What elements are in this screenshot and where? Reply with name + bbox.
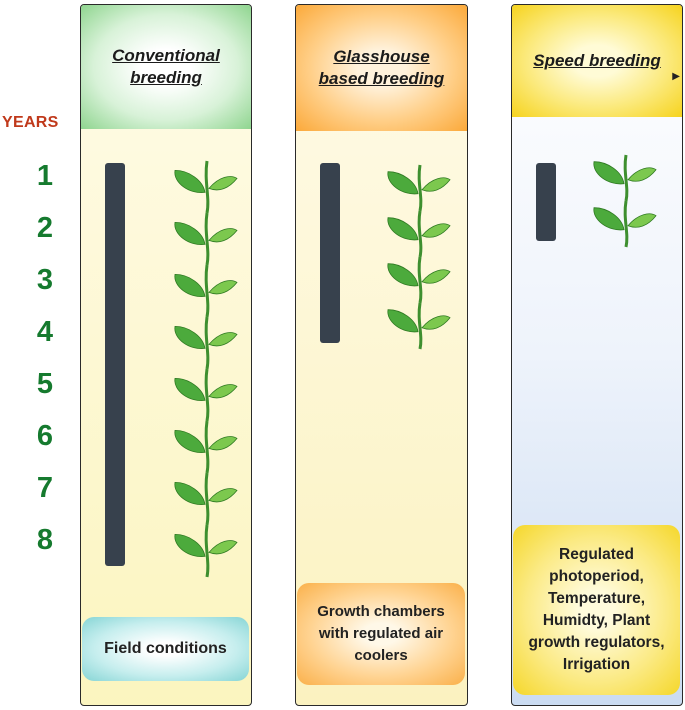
arrow-icon: ▶	[672, 71, 680, 82]
duration-bar	[105, 163, 125, 566]
panel-conventional-breeding: Conventional breeding Field conditions	[80, 4, 252, 706]
condition-note: Growth chambers with regulated air coole…	[297, 583, 465, 685]
panel-title: Glasshouse based breeding	[318, 47, 445, 88]
plant-icon	[174, 368, 238, 422]
plant-icon	[174, 316, 238, 370]
year-2: 2	[36, 212, 54, 244]
panel-header: Glasshouse based breeding	[296, 5, 467, 131]
panel-speed-breeding: Speed breeding ▶ Regulated photoperiod, …	[511, 4, 683, 706]
plant-stack	[593, 154, 657, 248]
year-4: 4	[36, 316, 54, 348]
condition-note: Regulated photoperiod, Temperature, Humi…	[513, 525, 680, 695]
years-label: YEARS	[2, 114, 59, 131]
plant-icon	[387, 210, 451, 258]
plant-icon	[174, 160, 238, 214]
plant-icon	[174, 420, 238, 474]
plant-stack	[387, 164, 451, 350]
year-1: 1	[36, 160, 54, 192]
plant-icon	[174, 524, 238, 578]
plant-icon	[174, 472, 238, 526]
panel-header: Conventional breeding	[81, 5, 251, 129]
condition-note: Field conditions	[82, 617, 249, 681]
plant-stack	[174, 160, 238, 578]
plant-icon	[593, 200, 657, 248]
duration-bar	[536, 163, 556, 241]
year-3: 3	[36, 264, 54, 296]
panel-header: Speed breeding ▶	[512, 5, 682, 117]
panel-glasshouse-breeding: Glasshouse based breeding Growth chamber…	[295, 4, 468, 706]
year-7: 7	[36, 472, 54, 504]
panel-title: Speed breeding	[533, 51, 661, 70]
plant-icon	[593, 154, 657, 202]
plant-icon	[174, 212, 238, 266]
duration-bar	[320, 163, 340, 343]
year-6: 6	[36, 420, 54, 452]
year-5: 5	[36, 368, 54, 400]
panel-title: Conventional breeding	[112, 46, 220, 87]
year-8: 8	[36, 524, 54, 556]
plant-icon	[174, 264, 238, 318]
plant-icon	[387, 164, 451, 212]
plant-icon	[387, 302, 451, 350]
plant-icon	[387, 256, 451, 304]
